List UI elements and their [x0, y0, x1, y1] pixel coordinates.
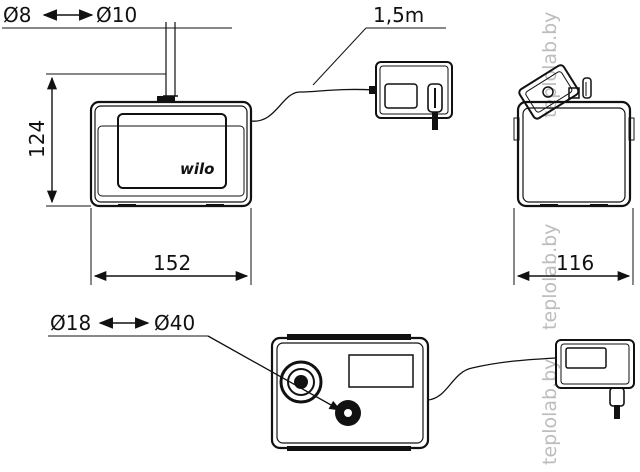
label-outlet-large: Ø40	[154, 311, 195, 335]
power-adapter-top	[369, 61, 453, 130]
watermark-bottom: teplolab.by	[539, 359, 561, 465]
power-cable	[250, 88, 377, 122]
depth-dimension: 116	[513, 208, 634, 285]
watermark: teplolab.by teplolab.by teplolab.by	[539, 12, 561, 465]
height-dimension: 124	[25, 73, 166, 207]
label-depth: 116	[556, 251, 594, 275]
power-cable-bottom	[427, 357, 557, 401]
pump-front-view: wilo	[89, 22, 253, 208]
inlet-dimension: Ø8 Ø10	[2, 3, 232, 29]
width-dimension: 152	[90, 208, 252, 285]
brand-logo-front: wilo	[180, 160, 214, 178]
label-height: 124	[25, 120, 49, 158]
watermark-top: teplolab.by	[539, 12, 561, 118]
watermark-middle: teplolab.by	[539, 224, 561, 330]
label-outlet-small: Ø18	[50, 311, 91, 335]
label-pipe-inlet-large: Ø10	[96, 3, 137, 27]
label-width: 152	[153, 251, 191, 275]
outlet-dimension: Ø18 Ø40	[48, 311, 342, 411]
label-cable-length: 1,5m	[373, 3, 424, 27]
pump-side-view	[513, 64, 635, 208]
cable-length-dimension: 1,5m	[312, 3, 446, 86]
pump-top-view	[270, 334, 430, 451]
power-adapter-bottom	[555, 339, 635, 419]
label-pipe-inlet-small: Ø8	[3, 3, 31, 27]
